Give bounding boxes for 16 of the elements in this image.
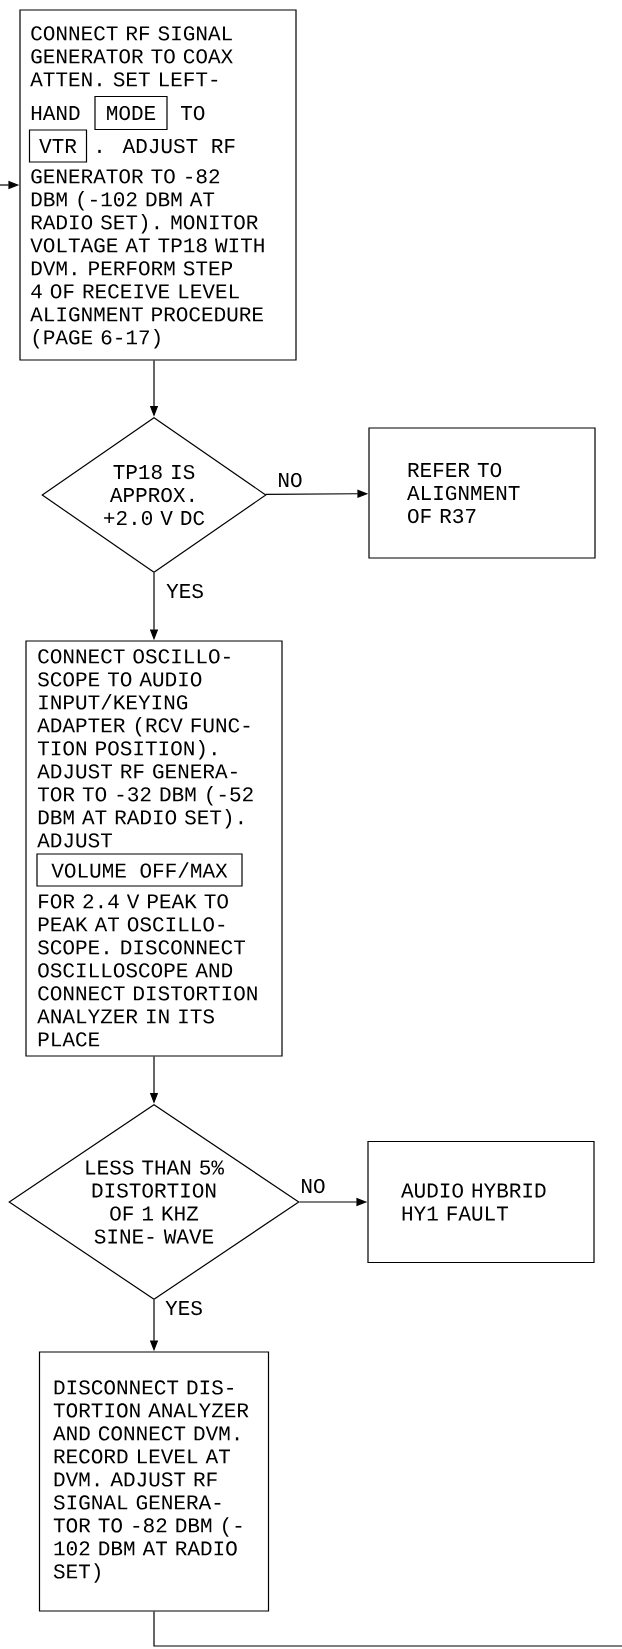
process-box: DISCONNECT DIS- TORTION ANALYZER AND CONNECT DVM. RECORD LEVEL AT DVM. ADJUST RF SIGNAL GENERA- TOR TO -82 DBM (-102 DBM AT RADIO SET) xyxy=(38,1351,270,1612)
node-label: TO xyxy=(180,105,205,121)
node-label: . ADJUST RF xyxy=(98,138,235,154)
control-label-box: VTR xyxy=(28,129,88,163)
edge-label: NO xyxy=(276,471,304,489)
node-label: HAND xyxy=(31,106,80,120)
process-box: AUDIO HYBRID HY1 FAULT xyxy=(367,1140,595,1264)
edge-label: YES xyxy=(164,1299,204,1317)
control-label-box: VOLUME OFF/MAX xyxy=(36,853,243,887)
node-label: GENERATOR TO -82 DBM (-102 DBM AT RADIO SET). MONITOR VOLTAGE AT TP18 WITH DVM. PERFORM STEP 4 OF RECEIVE LEVEL ALIGNMENT PROCEDURE (PAGE 6-17) xyxy=(30,169,264,349)
edge-label: YES xyxy=(165,582,205,600)
edge-label: NO xyxy=(299,1177,327,1195)
connector-line xyxy=(153,1611,622,1647)
control-label-box: MODE xyxy=(94,95,168,131)
process-box: REFER TO ALIGNMENT OF R37 xyxy=(368,427,596,559)
node-label: CONNECT RF SIGNAL GENERATOR TO COAX ATTEN. SET LEFT- xyxy=(30,26,233,87)
